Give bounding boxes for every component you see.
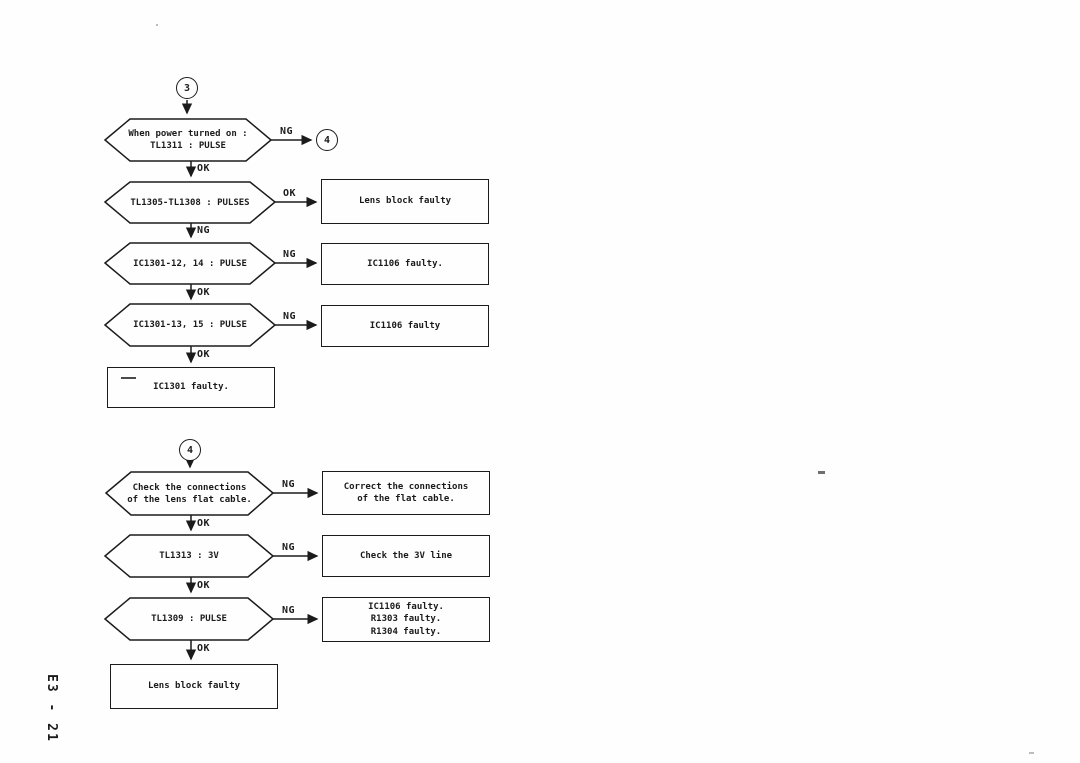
decision7-line1: TL1309 : PULSE xyxy=(151,614,227,624)
branch-label-ng-7: NG xyxy=(282,605,296,616)
decision4-text: IC1301-13, 15 : PULSE xyxy=(105,304,275,346)
decision5-line2: of the lens flat cable. xyxy=(127,494,252,505)
branch-label-ng-3: NG xyxy=(283,249,297,260)
connector-circle-4-ref: 4 xyxy=(316,129,338,151)
branch-label-ok-6: OK xyxy=(197,580,211,591)
connector-circle-4: 4 xyxy=(179,439,201,461)
result-box-ic1301-faulty: IC1301 faulty. xyxy=(107,367,275,408)
result-box-lens-block-faulty-1: Lens block faulty xyxy=(321,179,489,224)
decision1-text: When power turned on : TL1311 : PULSE xyxy=(105,119,271,161)
branch-label-ok-4: OK xyxy=(197,349,211,360)
result7-line1: IC1106 faulty. xyxy=(368,601,444,612)
branch-label-ok-5: OK xyxy=(197,518,211,529)
result-box-ic1106-r1303-r1304: IC1106 faulty. R1303 faulty. R1304 fault… xyxy=(322,597,490,642)
result-box-correct-connections: Correct the connections of the flat cabl… xyxy=(322,471,490,515)
decision6-shape xyxy=(103,534,275,578)
result5-line1: Correct the connections xyxy=(343,481,469,492)
branch-label-ng-6: NG xyxy=(282,542,296,553)
scan-artifact-dash-right xyxy=(818,471,825,474)
result8-line1: Lens block faulty xyxy=(147,681,241,692)
page-number: E3 - 21 xyxy=(44,674,59,743)
decision3-line1: IC1301-12, 14 : PULSE xyxy=(133,258,247,269)
scan-artifact-dash-bottom xyxy=(1029,752,1034,754)
scan-artifact-dot xyxy=(156,24,158,26)
decision4-line1: IC1301-13, 15 : PULSE xyxy=(133,320,247,330)
decision1-line1: When power turned on : xyxy=(128,129,248,139)
branch-label-ng-2: NG xyxy=(197,225,211,236)
result2-line1: IC1106 faulty. xyxy=(367,258,443,269)
decision6-text: TL1313 : 3V xyxy=(105,535,273,577)
result1-line1: Lens block faulty xyxy=(358,196,452,207)
decision2-text: TL1305-TL1308 : PULSES xyxy=(105,182,275,223)
branch-label-ng-4: NG xyxy=(283,311,297,322)
result3-line1: IC1106 faulty xyxy=(369,320,441,331)
decision3-shape xyxy=(103,242,277,285)
decision2-line1: TL1305-TL1308 : PULSES xyxy=(130,197,250,208)
decision5-text: Check the connections of the lens flat c… xyxy=(106,472,273,515)
branch-label-ng-1: NG xyxy=(280,126,294,137)
decision7-shape xyxy=(103,597,275,641)
connector-circle-3: 3 xyxy=(176,77,198,99)
result-box-ic1106-faulty-2: IC1106 faulty xyxy=(321,305,489,347)
result-box-check-3v-line: Check the 3V line xyxy=(322,535,490,577)
branch-label-ok-2: OK xyxy=(283,188,297,199)
decision4-shape xyxy=(103,303,277,347)
connector-4-label: 4 xyxy=(186,444,194,456)
decision2-shape xyxy=(103,181,277,224)
connector-4-ref-label: 4 xyxy=(323,134,331,146)
result5-line2: of the flat cable. xyxy=(357,494,455,504)
branch-label-ok-7: OK xyxy=(197,643,211,654)
result-box-ic1106-faulty-1: IC1106 faulty. xyxy=(321,243,489,285)
result7-line2: R1303 faulty. xyxy=(370,614,442,625)
connector-3-label: 3 xyxy=(183,82,191,94)
branch-label-ok-1: OK xyxy=(197,163,211,174)
decision6-line1: TL1313 : 3V xyxy=(159,551,219,561)
decision7-text: TL1309 : PULSE xyxy=(105,598,273,640)
decision5-shape xyxy=(104,471,275,516)
result6-line1: Check the 3V line xyxy=(359,550,453,561)
result7-line3: R1304 faulty. xyxy=(370,626,442,637)
decision1-shape xyxy=(103,118,273,162)
result4-line1: IC1301 faulty. xyxy=(153,382,229,393)
decision3-text: IC1301-12, 14 : PULSE xyxy=(105,243,275,284)
branch-label-ng-5: NG xyxy=(282,479,296,490)
branch-label-ok-3: OK xyxy=(197,287,211,298)
decision5-line1: Check the connections xyxy=(132,482,247,493)
scan-artifact-dash-box xyxy=(121,377,136,379)
decision1-line2: TL1311 : PULSE xyxy=(150,141,226,151)
result-box-lens-block-faulty-2: Lens block faulty xyxy=(110,664,278,709)
